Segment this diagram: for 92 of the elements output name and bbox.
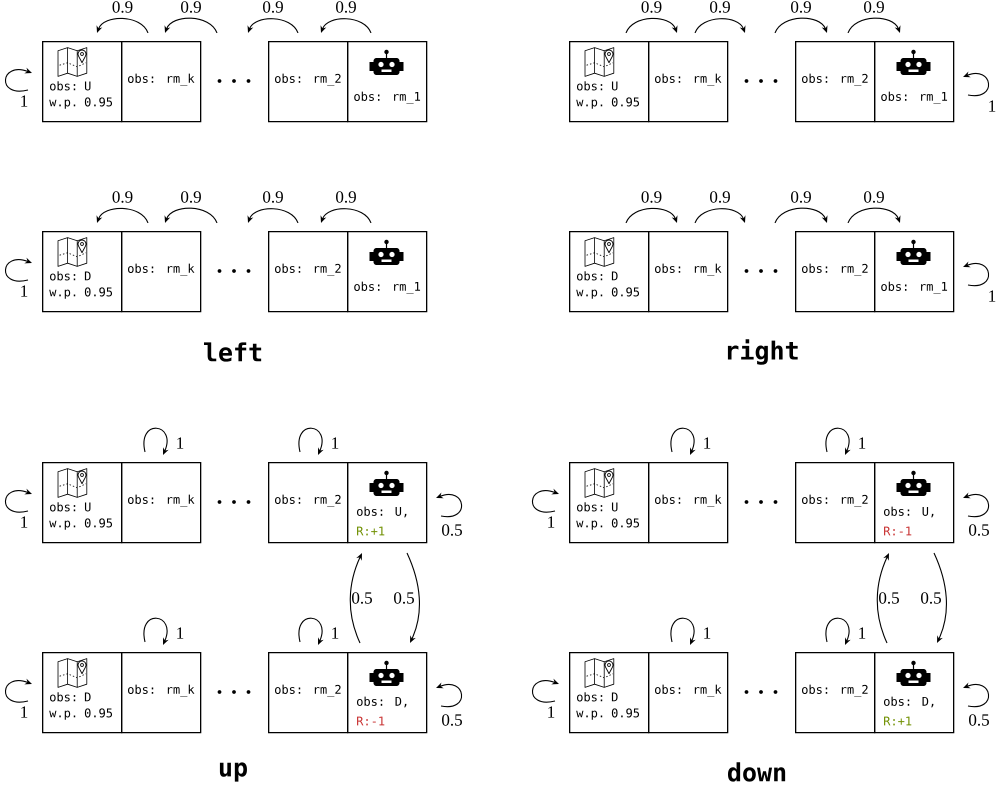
arrow [164,18,218,34]
edge-label: 0.9 [181,191,201,203]
robot-cell: obs: D, R:-1 [347,652,428,734]
edge-label: 1 [859,437,866,449]
map-cell: obs: D w.p. 0.95 [569,652,650,734]
panel-title: up [220,762,247,782]
grid-cell: obs: rm_k [648,652,728,734]
arrow [96,18,148,34]
edge-label: 0.9 [336,1,356,13]
edge-label: 0.5 [394,592,414,604]
arrow [626,18,678,34]
grid-cell: obs: rm_2 [268,462,348,544]
arrow [694,208,746,224]
edge-label: 1 [21,285,28,297]
edge-label: 1 [989,290,996,302]
edge-label: 0.9 [864,1,884,13]
edge-label: 1 [704,437,710,449]
map-cell: obs: D w.p. 0.95 [42,230,122,312]
arrow [320,208,372,224]
arrow [774,18,828,34]
grid-cell: obs: rm_k [121,652,202,734]
grid-cell: obs: rm_2 [795,652,876,734]
grid-cell: obs: rm_2 [795,41,876,122]
grid-cell: obs: rm_2 [268,230,348,312]
grid-cell: obs: rm_k [121,41,202,122]
panel-title: left [204,342,262,362]
grid-cell: obs: rm_k [648,462,728,544]
edge-label: 0.9 [263,191,283,203]
edge-label: 1 [548,516,554,528]
edge-label: 0.9 [710,1,730,13]
arrow [96,208,148,224]
edge-label: 0.9 [263,1,283,13]
edge-label: 0.5 [969,714,989,726]
edge-label: 1 [177,627,184,639]
map-cell: obs: D w.p. 0.95 [569,230,650,312]
arrow [694,18,746,34]
robot-cell: obs: rm_1 [347,230,428,312]
map-cell: obs: U w.p. 0.95 [42,41,122,122]
edge-label: 1 [332,437,338,449]
map-cell: obs: U w.p. 0.95 [569,462,650,544]
grid-cell: obs: rm_k [648,230,728,312]
robot-cell: obs: rm_1 [874,41,954,122]
robot-cell: obs: rm_1 [347,41,428,122]
arrow [626,208,678,224]
grid-cell: obs: rm_2 [795,462,876,544]
arrow [320,18,372,34]
arrow [248,18,298,34]
edge-label: 0.9 [791,1,811,13]
panel-title: right [728,339,798,365]
map-cell: obs: D w.p. 0.95 [42,652,122,734]
edge-label: 0.9 [864,191,884,203]
grid-cell: obs: rm_k [121,230,202,312]
arrow [164,208,218,224]
robot-cell: obs: U, R:-1 [874,462,954,544]
edge-label: 0.5 [879,592,899,604]
edge-label: 0.9 [112,191,132,203]
edge-label: 0.9 [791,191,811,203]
edge-label: 1 [21,95,28,107]
arrow [848,208,900,224]
edge-label: 1 [548,706,554,718]
arrow [248,208,298,224]
edge-label: 0.9 [112,1,132,13]
edge-label: 0.9 [642,1,662,13]
robot-cell: obs: D, R:+1 [874,652,954,734]
robot-cell: obs: U, R:+1 [347,462,428,544]
edge-label: 0.9 [336,191,356,203]
edge-label: 0.5 [352,592,372,604]
edge-label: 0.5 [969,524,989,536]
grid-cell: obs: rm_k [648,41,728,122]
edge-label: 1 [21,706,28,718]
edge-label: 0.5 [921,592,941,604]
edge-label: 0.5 [442,714,462,726]
edge-label: 1 [177,437,184,449]
edge-label: 0.9 [642,191,662,203]
arrow [774,208,828,224]
grid-cell: obs: rm_2 [268,652,348,734]
edge-label: 1 [21,516,28,528]
edge-label: 0.9 [181,1,201,13]
panel-title: down [728,762,786,782]
grid-cell: obs: rm_2 [795,230,876,312]
grid-cell: obs: rm_k [121,462,202,544]
grid-cell: obs: rm_2 [268,41,348,122]
map-cell: obs: U w.p. 0.95 [569,41,650,122]
edge-label: 0.9 [710,191,730,203]
arrow [848,18,900,34]
map-cell: obs: U w.p. 0.95 [42,462,122,544]
edge-label: 1 [859,627,866,639]
edge-label: 0.5 [442,524,462,536]
edge-label: 1 [989,100,996,112]
robot-cell: obs: rm_1 [874,230,954,312]
edge-label: 1 [332,627,338,639]
edge-label: 1 [704,627,710,639]
